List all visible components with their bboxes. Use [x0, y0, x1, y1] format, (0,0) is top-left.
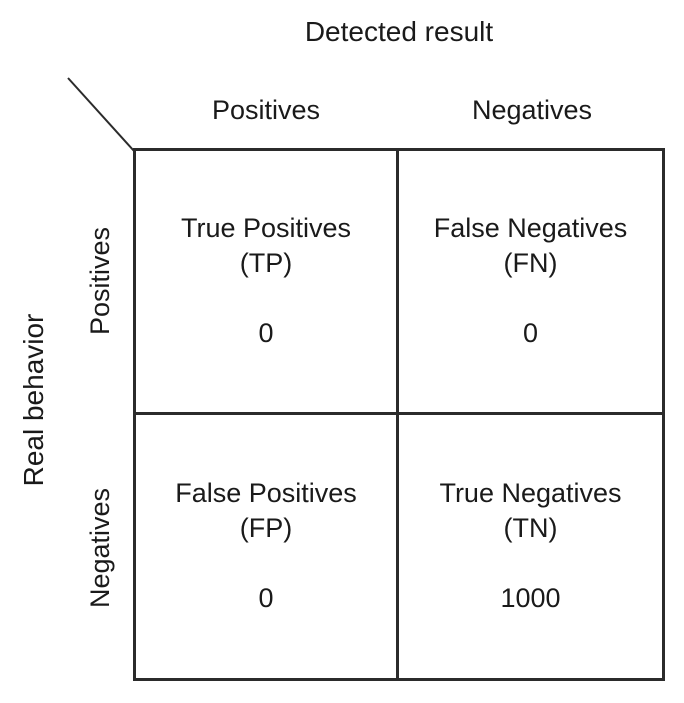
matrix-grid: True Positives (TP) 0 False Negatives (F… [133, 148, 665, 681]
cell-false-positives: False Positives (FP) 0 [136, 414, 399, 678]
cell-abbr: (TP) [239, 248, 293, 279]
column-headers: Positives Negatives [133, 94, 665, 126]
cell-label: False Negatives [433, 213, 628, 244]
cell-value: 0 [522, 318, 539, 349]
cell-label: False Positives [175, 478, 357, 509]
col-header-positives: Positives [211, 95, 321, 125]
cell-abbr: (FN) [503, 248, 558, 279]
cell-abbr: (FP) [239, 513, 293, 544]
col-header-negatives: Negatives [471, 95, 593, 125]
cell-false-negatives: False Negatives (FN) 0 [399, 151, 662, 415]
cell-true-negatives: True Negatives (TN) 1000 [399, 415, 662, 679]
row-header-positives: Positives [85, 226, 115, 336]
cell-value: 0 [258, 583, 274, 614]
cell-abbr: (TN) [503, 513, 558, 544]
cell-value: 0 [258, 318, 274, 349]
row-header-negatives: Negatives [85, 487, 115, 609]
col-axis-title: Detected result [304, 16, 494, 47]
cell-label: True Positives [180, 213, 352, 244]
cell-true-positives: True Positives (TP) 0 [136, 151, 399, 415]
cell-value: 1000 [500, 583, 561, 614]
row-axis-title: Real behavior [18, 313, 49, 487]
cell-label: True Negatives [439, 478, 622, 509]
